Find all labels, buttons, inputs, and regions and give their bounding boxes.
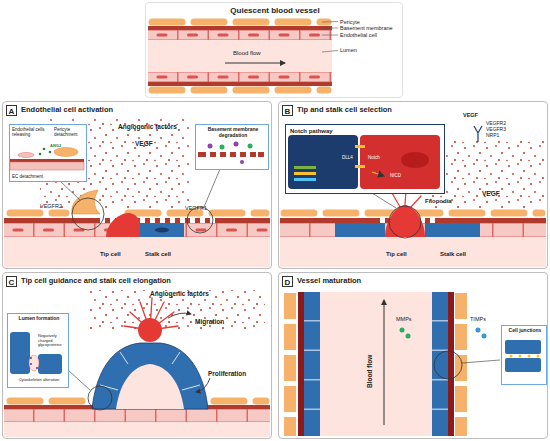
stage-panel: B Tip and stalk cell selectionNotch pathw… (278, 101, 548, 269)
selection-illustration (280, 123, 546, 267)
part-label: Filopodia (425, 198, 452, 205)
detail-inset: Endothelial cells releasingANG2 Pericyte … (9, 124, 87, 182)
part-label: Pericyte (340, 19, 360, 25)
detail-inset: Basement membrane degradation (195, 124, 269, 170)
cell-label: Tip cell (100, 251, 121, 258)
molecule-label: ANG2 (50, 144, 61, 149)
receptor-label: NRP1 (486, 133, 499, 139)
process-label: Proliferation (208, 370, 246, 377)
activation-illustration (4, 118, 270, 267)
panel-title: Endothelial cell activation (21, 106, 113, 115)
panel-title: Tip cell guidance and stalk cell elongat… (21, 277, 171, 286)
factor-label: VEGF (482, 190, 500, 197)
inset-text: EC detachment (12, 174, 43, 179)
detail-inset: Cell junctions (501, 325, 547, 385)
cell-label: Stalk cell (440, 251, 466, 258)
flow-label: Blood flow (233, 50, 261, 57)
panel-letter: D (282, 276, 293, 287)
receptor-label: VEGFR2 (486, 121, 506, 127)
flow-label: Blood flow (366, 355, 373, 388)
detail-inset: Notch pathwayDLL4 NotchNICD (285, 124, 445, 194)
molecule-label: DLL4 (342, 155, 353, 160)
part-label: Lumen (340, 47, 357, 53)
inset-text: Negatively charged glycoproteins (38, 334, 69, 348)
stage-panel: C Tip cell guidance and stalk cell elonga… (2, 272, 272, 439)
inset-text: Endothelial cells releasing (12, 127, 48, 137)
enzyme-label: MMPs (396, 316, 412, 322)
part-label: Basement membrane (340, 25, 393, 31)
receptor-label: VEGFR1 (185, 205, 207, 211)
panel-letter: C (6, 276, 17, 287)
inset-title: Cell junctions (504, 328, 546, 334)
part-label: Endothelial cell (340, 32, 377, 38)
receptor-label: VEGFR2 (40, 203, 62, 209)
panel-title: Vessel maturation (297, 277, 361, 286)
stage-panel: D Vessel maturationCell junctions (278, 272, 548, 439)
inset-text: Cytoskeleton alteration (10, 378, 68, 383)
inset-title: Lumen formation (10, 316, 68, 322)
maturation-illustration (290, 292, 546, 436)
receptor-label: VEGFR3 (486, 127, 506, 133)
factor-label: VEGF (135, 140, 153, 147)
enzyme-label: TIMPs (470, 316, 486, 322)
guidance-illustration (4, 290, 270, 437)
inset-text: Pericyte detachment (54, 127, 86, 137)
factor-label: Angiogenic factors (118, 123, 177, 130)
cell-label: Stalk cell (145, 251, 171, 258)
inset-title: Basement membrane degradation (198, 127, 268, 139)
molecule-label: Notch (368, 155, 380, 160)
panel-title: Tip and stalk cell selection (297, 106, 392, 115)
process-label: Migration (195, 318, 224, 325)
title-panel: Quiescent blood vessel (145, 2, 403, 98)
factor-label: Angiogenic factors (150, 290, 209, 297)
panel-letter: B (282, 105, 293, 116)
molecule-label: NICD (390, 173, 401, 178)
figure-title: Quiescent blood vessel (146, 6, 404, 15)
cell-label: Tip cell (386, 251, 407, 258)
factor-label: VEGF (463, 112, 478, 118)
inset-title: Notch pathway (290, 128, 333, 135)
quiescent-vessel (148, 22, 338, 91)
panel-letter: A (6, 105, 17, 116)
detail-inset: Lumen formationNegatively charged glycop… (7, 313, 69, 388)
